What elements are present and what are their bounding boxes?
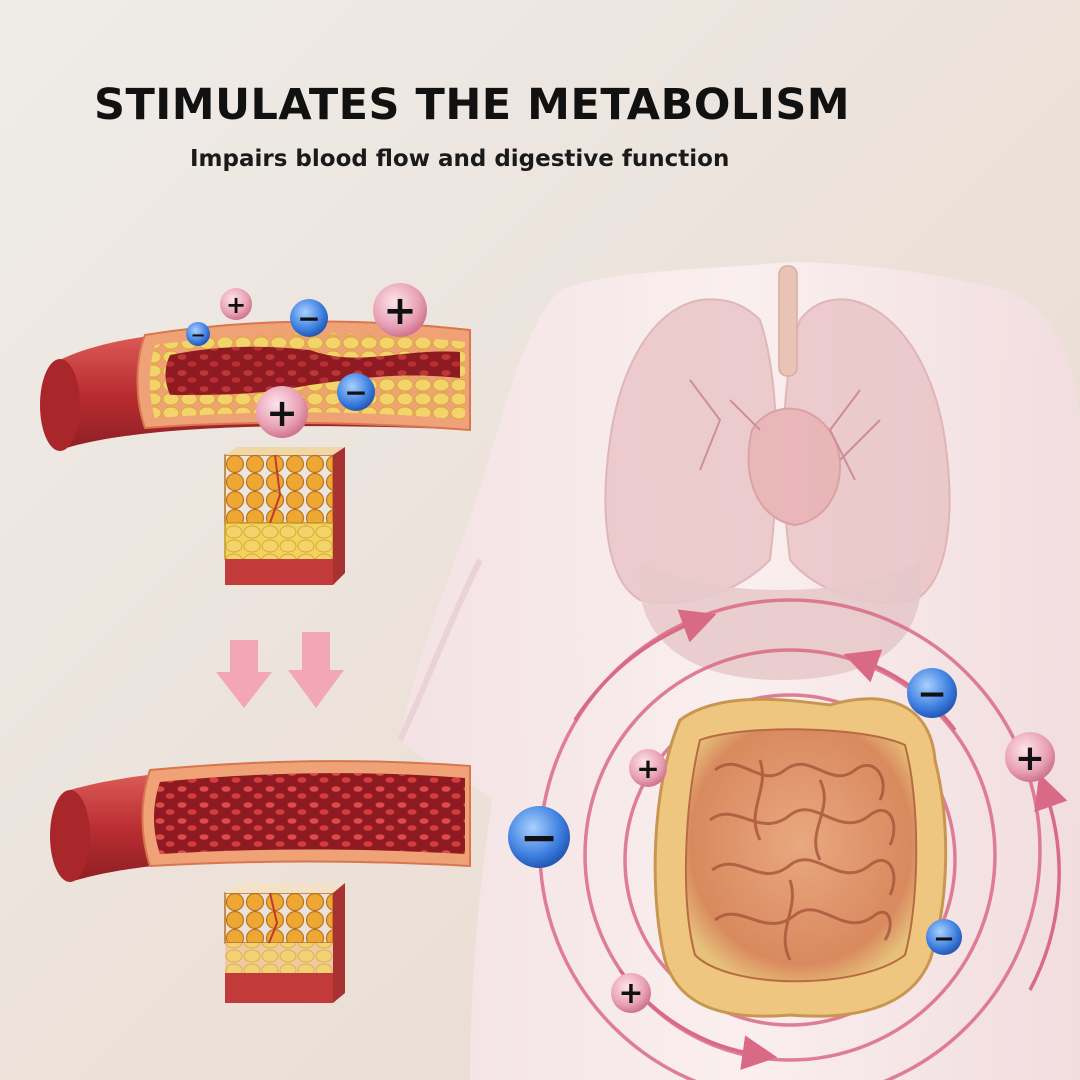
positive-ion: + (629, 749, 667, 787)
fat-tissue-block-after (224, 883, 345, 1003)
svg-text:−: − (933, 924, 955, 954)
positive-ion: + (373, 283, 427, 337)
svg-text:+: + (383, 288, 417, 334)
svg-text:+: + (1015, 738, 1045, 779)
negative-ion: − (290, 299, 328, 337)
healthy-vessel-illustration (50, 760, 471, 882)
svg-text:+: + (266, 391, 298, 435)
fat-tissue-block-before (224, 447, 345, 585)
positive-ion: + (1005, 732, 1055, 782)
lungs-illustration (604, 265, 951, 680)
svg-text:−: − (344, 376, 367, 409)
positive-ion: + (256, 386, 308, 438)
svg-text:−: − (190, 325, 205, 346)
page-subtitle: Impairs blood flow and digestive functio… (190, 146, 730, 172)
svg-text:+: + (636, 752, 659, 785)
svg-text:+: + (226, 291, 246, 319)
negative-ion: − (337, 373, 375, 411)
down-arrows (216, 632, 344, 708)
intestines-illustration (653, 697, 948, 1018)
svg-text:−: − (917, 674, 947, 715)
negative-ion: − (926, 919, 962, 955)
svg-text:−: − (520, 810, 559, 864)
negative-ion: − (508, 806, 570, 868)
negative-ion: − (186, 322, 210, 346)
clogged-vessel-illustration (40, 320, 471, 451)
page-title: STIMULATES THE METABOLISM (94, 80, 851, 130)
svg-text:+: + (618, 976, 643, 1011)
negative-ion: − (907, 668, 957, 718)
positive-ion: + (611, 973, 651, 1013)
svg-text:−: − (297, 302, 320, 335)
positive-ion: + (220, 288, 252, 320)
